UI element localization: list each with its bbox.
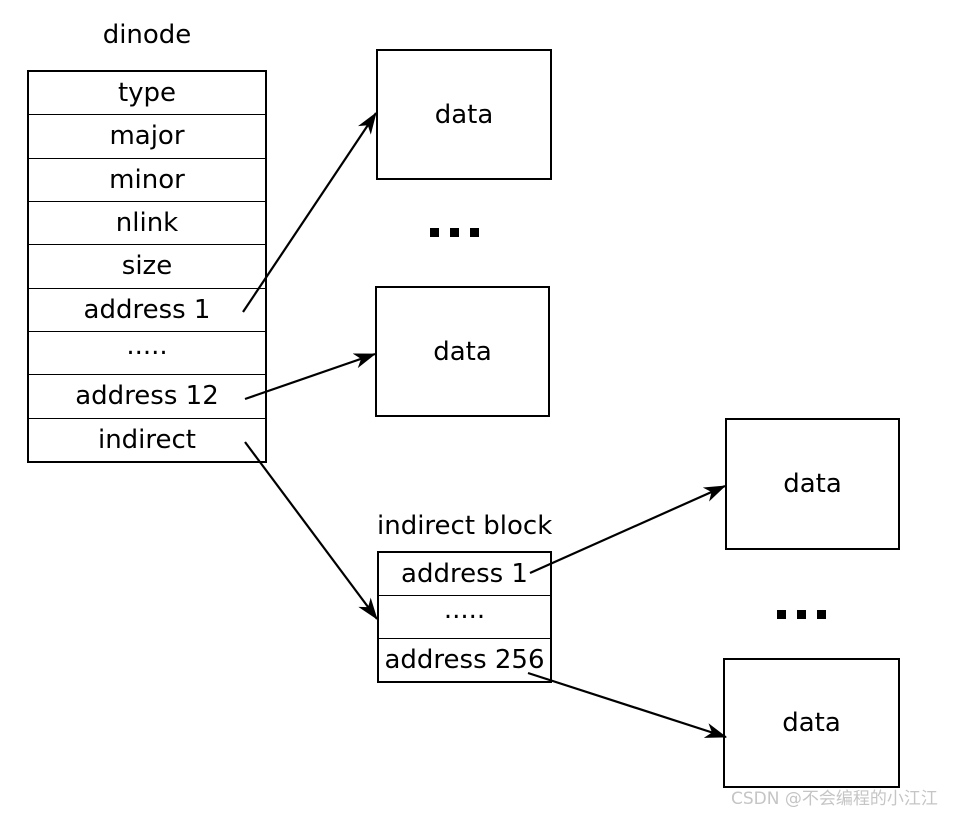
dinode-row-ellipsis: ..... <box>29 330 265 374</box>
dinode-row-ellipsis-label: ..... <box>126 331 168 362</box>
dinode-row-minor-label: minor <box>109 164 185 195</box>
dinode-row-address-1: address 1 <box>29 287 265 331</box>
indirect-block-table: address 1 ..... address 256 <box>377 551 552 683</box>
indirect-row-address-256-label: address 256 <box>384 645 545 675</box>
dinode-row-indirect-label: indirect <box>97 424 197 455</box>
indirect-row-ellipsis: ..... <box>379 595 550 638</box>
dinode-row-major-label: major <box>109 121 185 152</box>
arrow-indirect-address256-to-data-lower-right <box>527 671 728 739</box>
data-box-lower-right-label: data <box>782 708 841 738</box>
ellipsis-right <box>777 610 826 619</box>
dinode-row-nlink: nlink <box>29 200 265 244</box>
indirect-block-title: indirect block <box>377 511 553 541</box>
indirect-row-ellipsis-label: ..... <box>443 595 486 625</box>
dinode-row-type: type <box>29 72 265 114</box>
indirect-row-address-256: address 256 <box>379 638 550 681</box>
dinode-row-address-12-label: address 12 <box>75 381 219 412</box>
dinode-row-address-1-label: address 1 <box>83 294 211 325</box>
ellipsis-dot <box>450 228 459 237</box>
arrow-indirect-to-indirect-block <box>244 441 378 620</box>
dinode-row-nlink-label: nlink <box>115 208 179 239</box>
ellipsis-dot <box>430 228 439 237</box>
indirect-row-address-1-label: address 1 <box>401 559 528 589</box>
dinode-row-indirect: indirect <box>29 417 265 461</box>
arrow-indirect-address1-to-data-upper-right <box>529 484 727 575</box>
dinode-row-size-label: size <box>121 251 173 282</box>
ellipsis-dot <box>817 610 826 619</box>
data-box-top-label: data <box>434 99 494 130</box>
data-box-middle: data <box>375 286 550 417</box>
data-box-lower-right: data <box>723 658 900 788</box>
ellipsis-top <box>430 228 479 237</box>
dinode-row-type-label: type <box>117 78 177 109</box>
ellipsis-dot <box>470 228 479 237</box>
ellipsis-dot <box>777 610 786 619</box>
watermark: CSDN @不会编程的小江江 <box>731 789 938 809</box>
data-box-upper-right-label: data <box>783 469 842 499</box>
data-box-top: data <box>376 49 552 180</box>
ellipsis-dot <box>797 610 806 619</box>
data-box-middle-label: data <box>433 336 492 367</box>
data-box-upper-right: data <box>725 418 900 550</box>
indirect-row-address-1: address 1 <box>379 553 550 595</box>
dinode-table: type major minor nlink size address 1 ..… <box>27 70 267 463</box>
dinode-row-major: major <box>29 114 265 157</box>
dinode-row-size: size <box>29 244 265 287</box>
dinode-row-address-12: address 12 <box>29 374 265 417</box>
dinode-title: dinode <box>102 20 192 50</box>
dinode-row-minor: minor <box>29 157 265 201</box>
